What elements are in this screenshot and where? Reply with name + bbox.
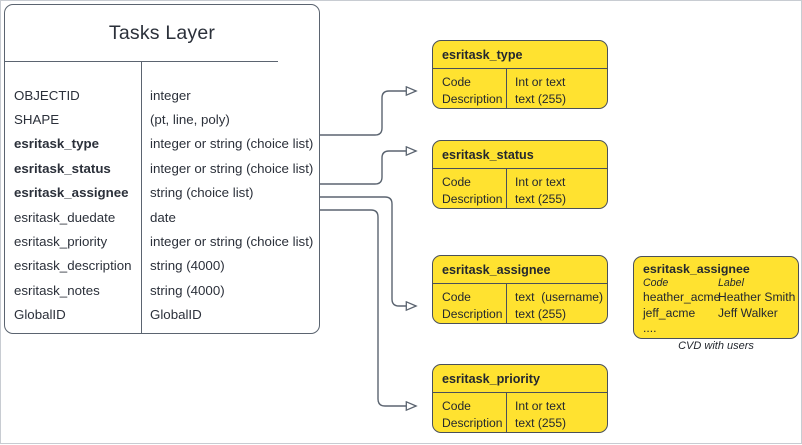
cvd-row: heather_acme Heather Smith: [643, 290, 798, 306]
cvd-label: Heather Smith: [718, 290, 796, 304]
field-row: OBJECTID integer: [5, 83, 319, 107]
field-row: SHAPE (pt, line, poly): [5, 107, 319, 131]
domain-right-column: text (username) text (255): [506, 289, 607, 322]
domain-title-divider: [433, 168, 607, 169]
cvd-box-esritask-assignee: esritask_assignee Code Label heather_acm…: [633, 256, 799, 339]
connector-type: [320, 91, 416, 136]
field-type: integer or string (choice list): [150, 234, 314, 250]
field-name: esritask_notes: [14, 282, 100, 298]
domain-box-esritask-type: esritask_type Code Description Int or te…: [432, 40, 608, 109]
domain-left-line: Code: [442, 399, 471, 413]
cvd-code: ....: [643, 321, 657, 335]
domain-column-divider: [506, 69, 507, 108]
connector-assignee: [320, 196, 416, 306]
cvd-label: [718, 321, 798, 337]
domain-title-divider: [433, 392, 607, 393]
cvd-header-label: Label: [718, 277, 744, 289]
connector-status: [320, 151, 416, 185]
domain-body: Code Description Int or text text (255): [433, 398, 607, 431]
domain-box-esritask-priority: esritask_priority Code Description Int o…: [432, 364, 608, 433]
field-type: GlobalID: [150, 307, 202, 323]
domain-left-line: Description: [442, 91, 503, 106]
field-type: string (choice list): [150, 185, 254, 201]
domain-right-line: Int or text: [515, 75, 566, 89]
domain-body: Code Description text (username) text (2…: [433, 289, 607, 322]
field-name: esritask_priority: [14, 234, 108, 250]
domain-left-line: Code: [442, 175, 471, 189]
connector-priority: [320, 209, 416, 406]
field-type: integer or string (choice list): [150, 160, 314, 176]
field-name: GlobalID: [14, 307, 66, 323]
domain-left-line: Code: [442, 75, 471, 89]
domain-column-divider: [506, 169, 507, 208]
domain-right-line: Int or text: [515, 399, 566, 413]
cvd-title: esritask_assignee: [643, 262, 750, 276]
entity-title: Tasks Layer: [108, 21, 216, 44]
field-type: date: [150, 209, 176, 225]
cvd-row: jeff_acme Jeff Walker: [643, 306, 798, 322]
domain-left-line: Description: [442, 415, 503, 430]
field-name: OBJECTID: [14, 87, 80, 103]
domain-title: esritask_priority: [442, 371, 541, 386]
entity-field-list: OBJECTID integer SHAPE (pt, line, poly) …: [5, 83, 319, 327]
domain-body: Code Description Int or text text (255): [433, 174, 607, 207]
field-name: esritask_status: [14, 160, 111, 176]
domain-title: esritask_status: [442, 147, 534, 162]
domain-left-column: Code Description: [433, 289, 506, 322]
domain-right-column: Int or text text (255): [506, 174, 607, 207]
field-type: string (4000): [150, 258, 225, 274]
entity-title-divider: [5, 61, 278, 62]
domain-right-line: text (255): [515, 415, 567, 430]
field-name: esritask_duedate: [14, 209, 116, 225]
domain-right-line: text (255): [515, 91, 567, 106]
field-name: SHAPE: [14, 112, 60, 128]
domain-title: esritask_assignee: [442, 262, 551, 277]
domain-body: Code Description Int or text text (255): [433, 74, 607, 107]
domain-right-line: text (username): [515, 290, 604, 304]
cvd-caption: CVD with users: [678, 340, 754, 352]
domain-right-line: Int or text: [515, 175, 566, 189]
field-type: (pt, line, poly): [150, 112, 230, 128]
field-row: esritask_notes string (4000): [5, 278, 319, 302]
domain-left-line: Description: [442, 191, 503, 206]
field-name: esritask_assignee: [14, 185, 129, 201]
domain-right-column: Int or text text (255): [506, 398, 607, 431]
entity-column-divider: [141, 62, 142, 333]
domain-box-esritask-status: esritask_status Code Description Int or …: [432, 140, 608, 209]
domain-right-line: text (255): [515, 306, 567, 321]
field-row: esritask_description string (4000): [5, 254, 319, 278]
field-type: integer: [150, 87, 191, 103]
cvd-code: jeff_acme: [643, 305, 696, 320]
field-type: string (4000): [150, 282, 225, 298]
domain-column-divider: [506, 284, 507, 323]
domain-left-column: Code Description: [433, 74, 506, 107]
field-row: esritask_duedate date: [5, 205, 319, 229]
domain-left-line: Description: [442, 306, 503, 321]
field-row: GlobalID GlobalID: [5, 303, 319, 327]
cvd-header-code: Code: [643, 277, 669, 289]
domain-title-divider: [433, 283, 607, 284]
domain-title: esritask_type: [442, 47, 523, 62]
cvd-label: Jeff Walker: [718, 305, 778, 320]
cvd-code: heather_acme: [643, 290, 721, 304]
domain-left-line: Code: [442, 290, 471, 304]
field-type: integer or string (choice list): [150, 136, 314, 152]
field-row: esritask_status integer or string (choic…: [5, 156, 319, 180]
domain-left-column: Code Description: [433, 174, 506, 207]
field-name: esritask_description: [14, 258, 132, 274]
domain-title-divider: [433, 68, 607, 69]
domain-column-divider: [506, 393, 507, 432]
domain-right-line: text (255): [515, 191, 567, 206]
field-name: esritask_type: [14, 136, 100, 152]
field-row: esritask_assignee string (choice list): [5, 181, 319, 205]
cvd-row: ....: [643, 321, 798, 337]
cvd-header-row: Code Label: [643, 277, 798, 290]
entity-tasks-layer: Tasks Layer OBJECTID integer SHAPE (pt, …: [4, 4, 320, 334]
field-row: esritask_priority integer or string (cho…: [5, 229, 319, 253]
field-row: esritask_type integer or string (choice …: [5, 132, 319, 156]
domain-box-esritask-assignee: esritask_assignee Code Description text …: [432, 255, 608, 324]
domain-left-column: Code Description: [433, 398, 506, 431]
domain-right-column: Int or text text (255): [506, 74, 607, 107]
